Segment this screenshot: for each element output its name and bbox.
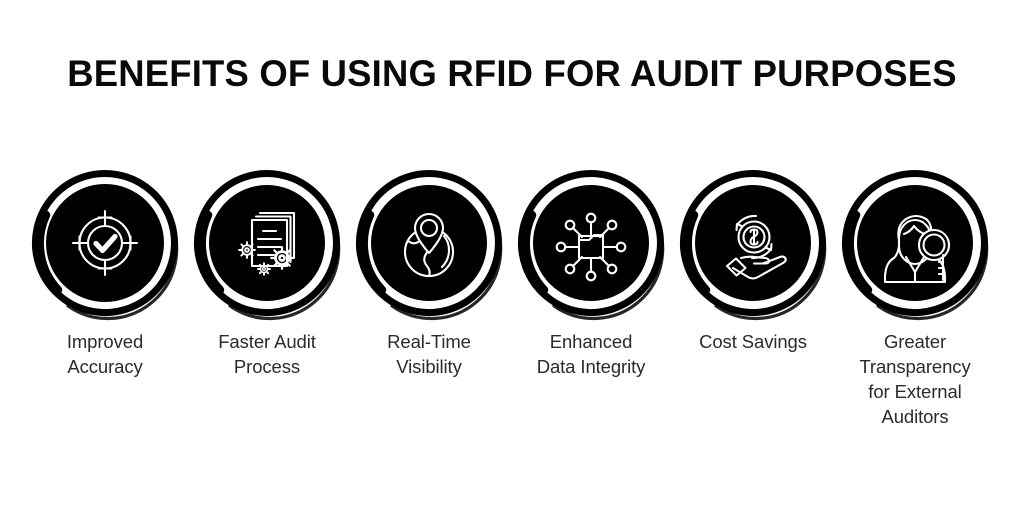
caption-line-1: Enhanced — [549, 331, 633, 352]
caption-line-2: Visibility — [396, 356, 462, 377]
benefit-item-enhanced-data-integrity[interactable]: Enhanced Data Integrity — [510, 170, 672, 379]
caption-line-1: Faster Audit — [218, 331, 316, 352]
hand-coin-savings-icon — [725, 214, 787, 280]
badge-cost-savings — [680, 170, 827, 321]
benefit-caption: Cost Savings — [669, 329, 837, 354]
caption-line-1: Improved — [66, 331, 144, 352]
caption-line-2: Accuracy — [67, 356, 143, 377]
benefit-caption: Improved Accuracy — [21, 329, 189, 379]
badge-real-time-visibility — [356, 170, 503, 321]
benefits-row: Improved Accuracy — [0, 170, 1024, 470]
globe-location-pin-icon — [403, 212, 455, 278]
badge-greater-transparency — [842, 170, 989, 321]
benefit-item-faster-audit-process[interactable]: Faster Audit Process — [186, 170, 348, 379]
page-title: BENEFITS OF USING RFID FOR AUDIT PURPOSE… — [67, 53, 957, 94]
badge-improved-accuracy — [32, 170, 179, 321]
badge-faster-audit-process — [194, 170, 341, 321]
benefit-caption: Faster Audit Process — [183, 329, 351, 379]
caption-line-4: Auditors — [881, 406, 949, 427]
caption-line-1: Greater — [883, 331, 947, 352]
caption-line-1: Real-Time — [387, 331, 471, 352]
caption-line-3: for External — [868, 381, 962, 402]
badge-enhanced-data-integrity — [518, 170, 665, 321]
caption-line-1: Cost Savings — [699, 331, 807, 352]
auditor-magnifier-icon — [883, 214, 951, 284]
benefit-item-cost-savings[interactable]: Cost Savings — [672, 170, 834, 354]
benefit-item-real-time-visibility[interactable]: Real-Time Visibility — [348, 170, 510, 379]
benefit-caption: Enhanced Data Integrity — [507, 329, 675, 379]
caption-line-2: Process — [233, 356, 301, 377]
benefit-caption: Real-Time Visibility — [345, 329, 513, 379]
benefit-item-improved-accuracy[interactable]: Improved Accuracy — [24, 170, 186, 379]
target-check-icon — [71, 209, 139, 277]
benefit-caption: Greater Transparency for External Audito… — [831, 329, 999, 429]
microchip-network-icon — [555, 212, 627, 282]
benefit-item-greater-transparency[interactable]: Greater Transparency for External Audito… — [834, 170, 996, 429]
caption-line-2: Data Integrity — [536, 356, 646, 377]
caption-line-2: Transparency — [859, 356, 971, 377]
documents-gears-icon — [238, 211, 296, 276]
